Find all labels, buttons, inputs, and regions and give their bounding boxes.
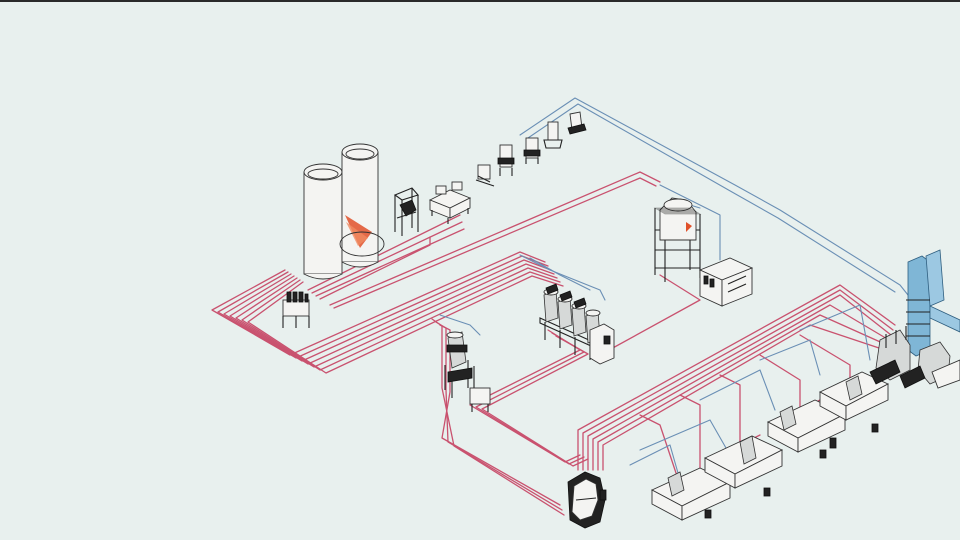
dryer-control-unit[interactable] [698,257,754,307]
material-pipe-network [211,171,896,516]
vacuum-main-line [519,97,921,311]
dryer-feed-pipe-2 [333,177,657,309]
storage-silo-2[interactable] [339,143,385,268]
injection-vacuum-2 [699,369,776,411]
loader-icon [475,164,495,187]
main-material-pipe-bundle [211,251,564,374]
injection-vacuum-4 [799,304,871,361]
molding-machine-icon [819,371,890,433]
selection-manifold[interactable] [282,291,310,328]
central-dryer[interactable] [653,197,702,282]
storage-silo-1[interactable] [303,163,343,280]
injection-vacuum-1 [639,419,731,456]
loader-icon [523,137,541,164]
small-loaders[interactable] [475,111,587,187]
dryer-vacuum-line [659,184,721,261]
injection-molding-machines[interactable] [650,371,890,521]
octabin-station-top[interactable] [428,181,472,224]
blown-film-extrusion-line[interactable] [869,249,960,389]
granulator[interactable] [567,471,607,529]
injection-branch-4 [799,334,851,381]
dryer-feed-pipe [329,171,661,306]
single-hopper-dryer[interactable] [444,331,491,412]
octabin-output-bundle [577,284,896,471]
vacuum-line-network [439,97,921,481]
molding-machine-icon [650,467,732,521]
molding-machine-icon [703,435,784,497]
loader-icon [567,111,587,135]
silo-feed-pipe-4 [319,236,431,300]
bulk-bag-unloader[interactable] [393,187,419,236]
silo-feed-pipe-2 [311,221,463,294]
multi-hopper-drying-station[interactable] [539,283,615,365]
injection-vacuum-3 [759,339,821,376]
injection-vacuum-5 [629,444,681,481]
injection-branch-2 [719,374,761,446]
dryer-return-pipe [599,274,701,356]
hopper-vacuum-line-2 [439,314,481,336]
hopper-vacuum-line-1 [519,254,606,301]
loader-icon [543,121,563,149]
silo-feed-pipe-3 [315,228,465,297]
loader-icon [497,144,515,176]
top-border [0,0,960,2]
